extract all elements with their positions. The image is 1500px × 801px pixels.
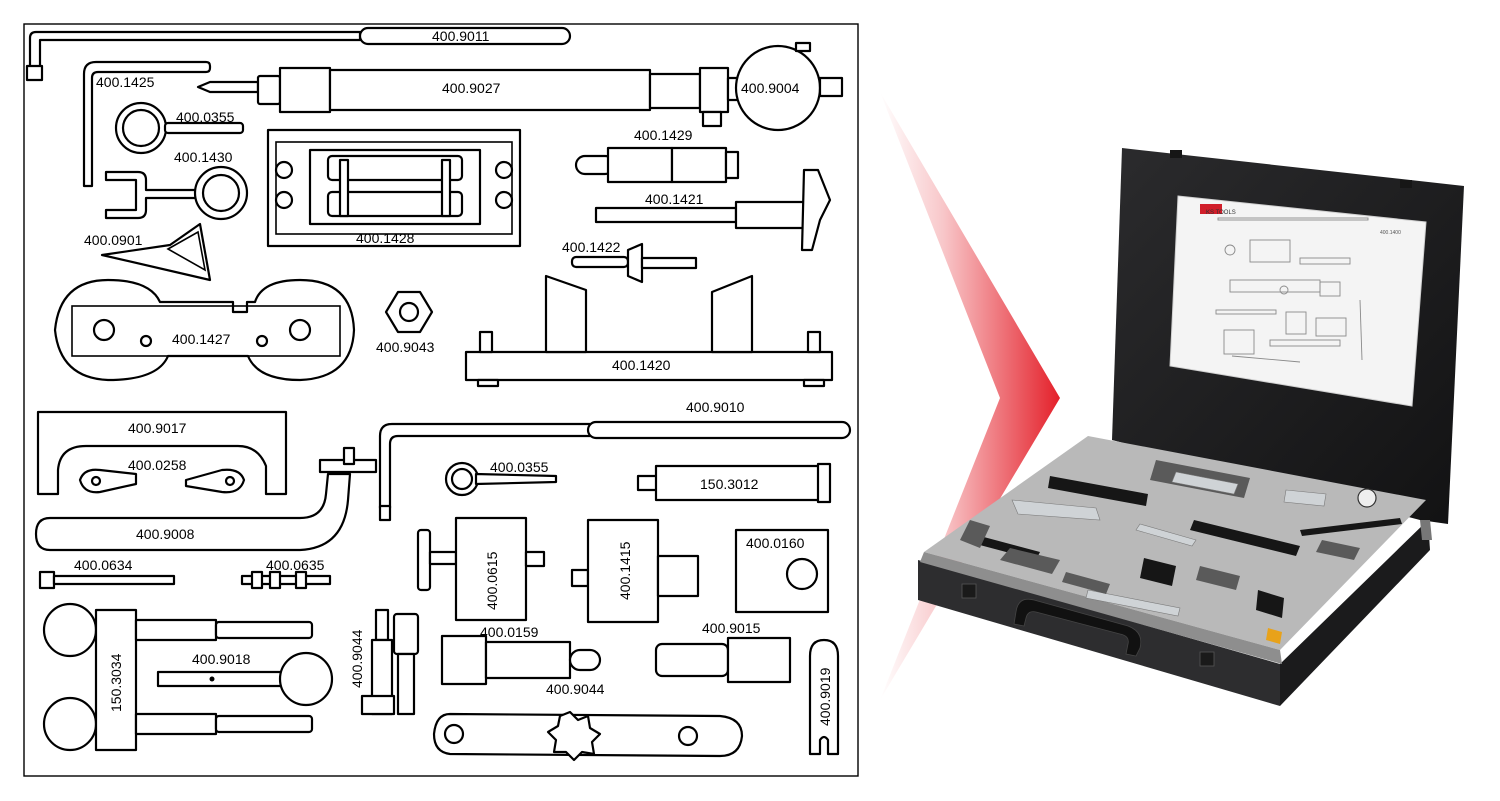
label-400-0634: 400.0634 [74,557,133,573]
label-400-0159: 400.0159 [480,624,539,640]
label-400-9015: 400.9015 [702,620,761,636]
label-400-9017: 400.9017 [128,420,187,436]
label-400-0355-b: 400.0355 [490,459,549,475]
tool-400-0635: 400.0635 [240,557,332,590]
label-400-9004: 400.9004 [741,80,800,96]
tool-400-1422: 400.1422 [562,239,698,284]
case-brand: KS TOOLS [1206,210,1236,216]
latch-left [961,583,977,599]
case-base [918,560,1280,706]
tool-400-9010: 400.9010 [378,399,852,522]
case-foam [924,436,1426,650]
label-400-1415: 400.1415 [617,541,633,600]
label-400-9043: 400.9043 [376,339,435,355]
tool-400-1427: 400.1427 [53,278,356,382]
tool-case-photo: KS TOOLS 400.1400 [918,148,1464,706]
tool-400-9027: 400.9027 [196,66,740,128]
tool-400-9018: 400.9018 [156,651,334,707]
tool-400-1415: 400.1415 [570,518,700,624]
tool-150-3034: 150.3034 [42,602,314,752]
label-400-0635: 400.0635 [266,557,325,573]
label-400-9010: 400.9010 [686,399,745,415]
label-400-1429: 400.1429 [634,127,693,143]
case-part-number: 400.1400 [1380,230,1401,236]
transition-arrow [880,92,1060,700]
tool-400-0258: 400.0258 [78,457,246,494]
label-400-1422: 400.1422 [562,239,621,255]
tool-layout-diagram: 400.9011 400.1425 400.9027 400.9004 [23,23,859,777]
label-400-1430: 400.1430 [174,149,233,165]
tool-400-9044-a: 400.9044 [349,608,420,716]
tool-150-3012: 150.3012 [636,462,832,504]
label-400-1421: 400.1421 [645,191,704,207]
label-400-0901: 400.0901 [84,232,143,248]
label-400-9018: 400.9018 [192,651,251,667]
tool-400-9015: 400.9015 [654,620,792,684]
label-150-3012: 150.3012 [700,476,759,492]
tool-400-0159: 400.0159 400.9044 [440,624,605,697]
latch-right [1199,651,1215,667]
tool-400-0634: 400.0634 [38,557,176,590]
case-handle [1013,598,1142,657]
label-400-9044-b: 400.9044 [546,681,605,697]
label-400-1427: 400.1427 [172,331,231,347]
tool-400-9008: 400.9008 [34,446,378,552]
label-400-9011: 400.9011 [432,28,490,44]
label-400-1425: 400.1425 [96,74,155,90]
label-400-0615: 400.0615 [484,551,500,610]
label-400-9019: 400.9019 [817,667,833,726]
tool-400-9017: 400.9017 [36,410,288,496]
tool-400-0615: 400.0615 [416,516,546,622]
tool-400-1421: 400.1421 [594,168,832,252]
tool-400-1429: 400.1429 [574,127,740,184]
label-400-9044-a: 400.9044 [349,629,365,688]
tool-400-0160: 400.0160 [734,528,830,614]
label-400-9027: 400.9027 [442,80,501,96]
tool-400-1430: 400.1430 [104,149,249,221]
case-tools [960,460,1402,644]
tool-400-1428: 400.1428 [266,128,522,248]
label-400-0160: 400.0160 [746,535,805,551]
label-400-1420: 400.1420 [612,357,671,373]
tool-400-1420: 400.1420 [464,274,834,388]
tool-400-1425: 400.1425 [82,60,212,188]
tool-400-0355-a: 400.0355 [114,101,245,155]
label-400-1428: 400.1428 [356,230,415,246]
tool-400-9043: 400.9043 [376,290,435,355]
tool-400-9019: 400.9019 [808,638,840,756]
tool-400-0901: 400.0901 [84,222,212,282]
label-400-0258: 400.0258 [128,457,187,473]
label-400-0355-a: 400.0355 [176,109,235,125]
sheet-drawing [1215,217,1369,363]
tool-400-9011: 400.9011 [25,26,572,82]
tool-400-9004: 400.9004 [734,41,844,132]
tool-400-0355-b: 400.0355 [444,459,558,497]
tool-wrench-plate [432,710,744,762]
label-150-3034: 150.3034 [108,653,124,712]
label-400-9008: 400.9008 [136,526,195,542]
